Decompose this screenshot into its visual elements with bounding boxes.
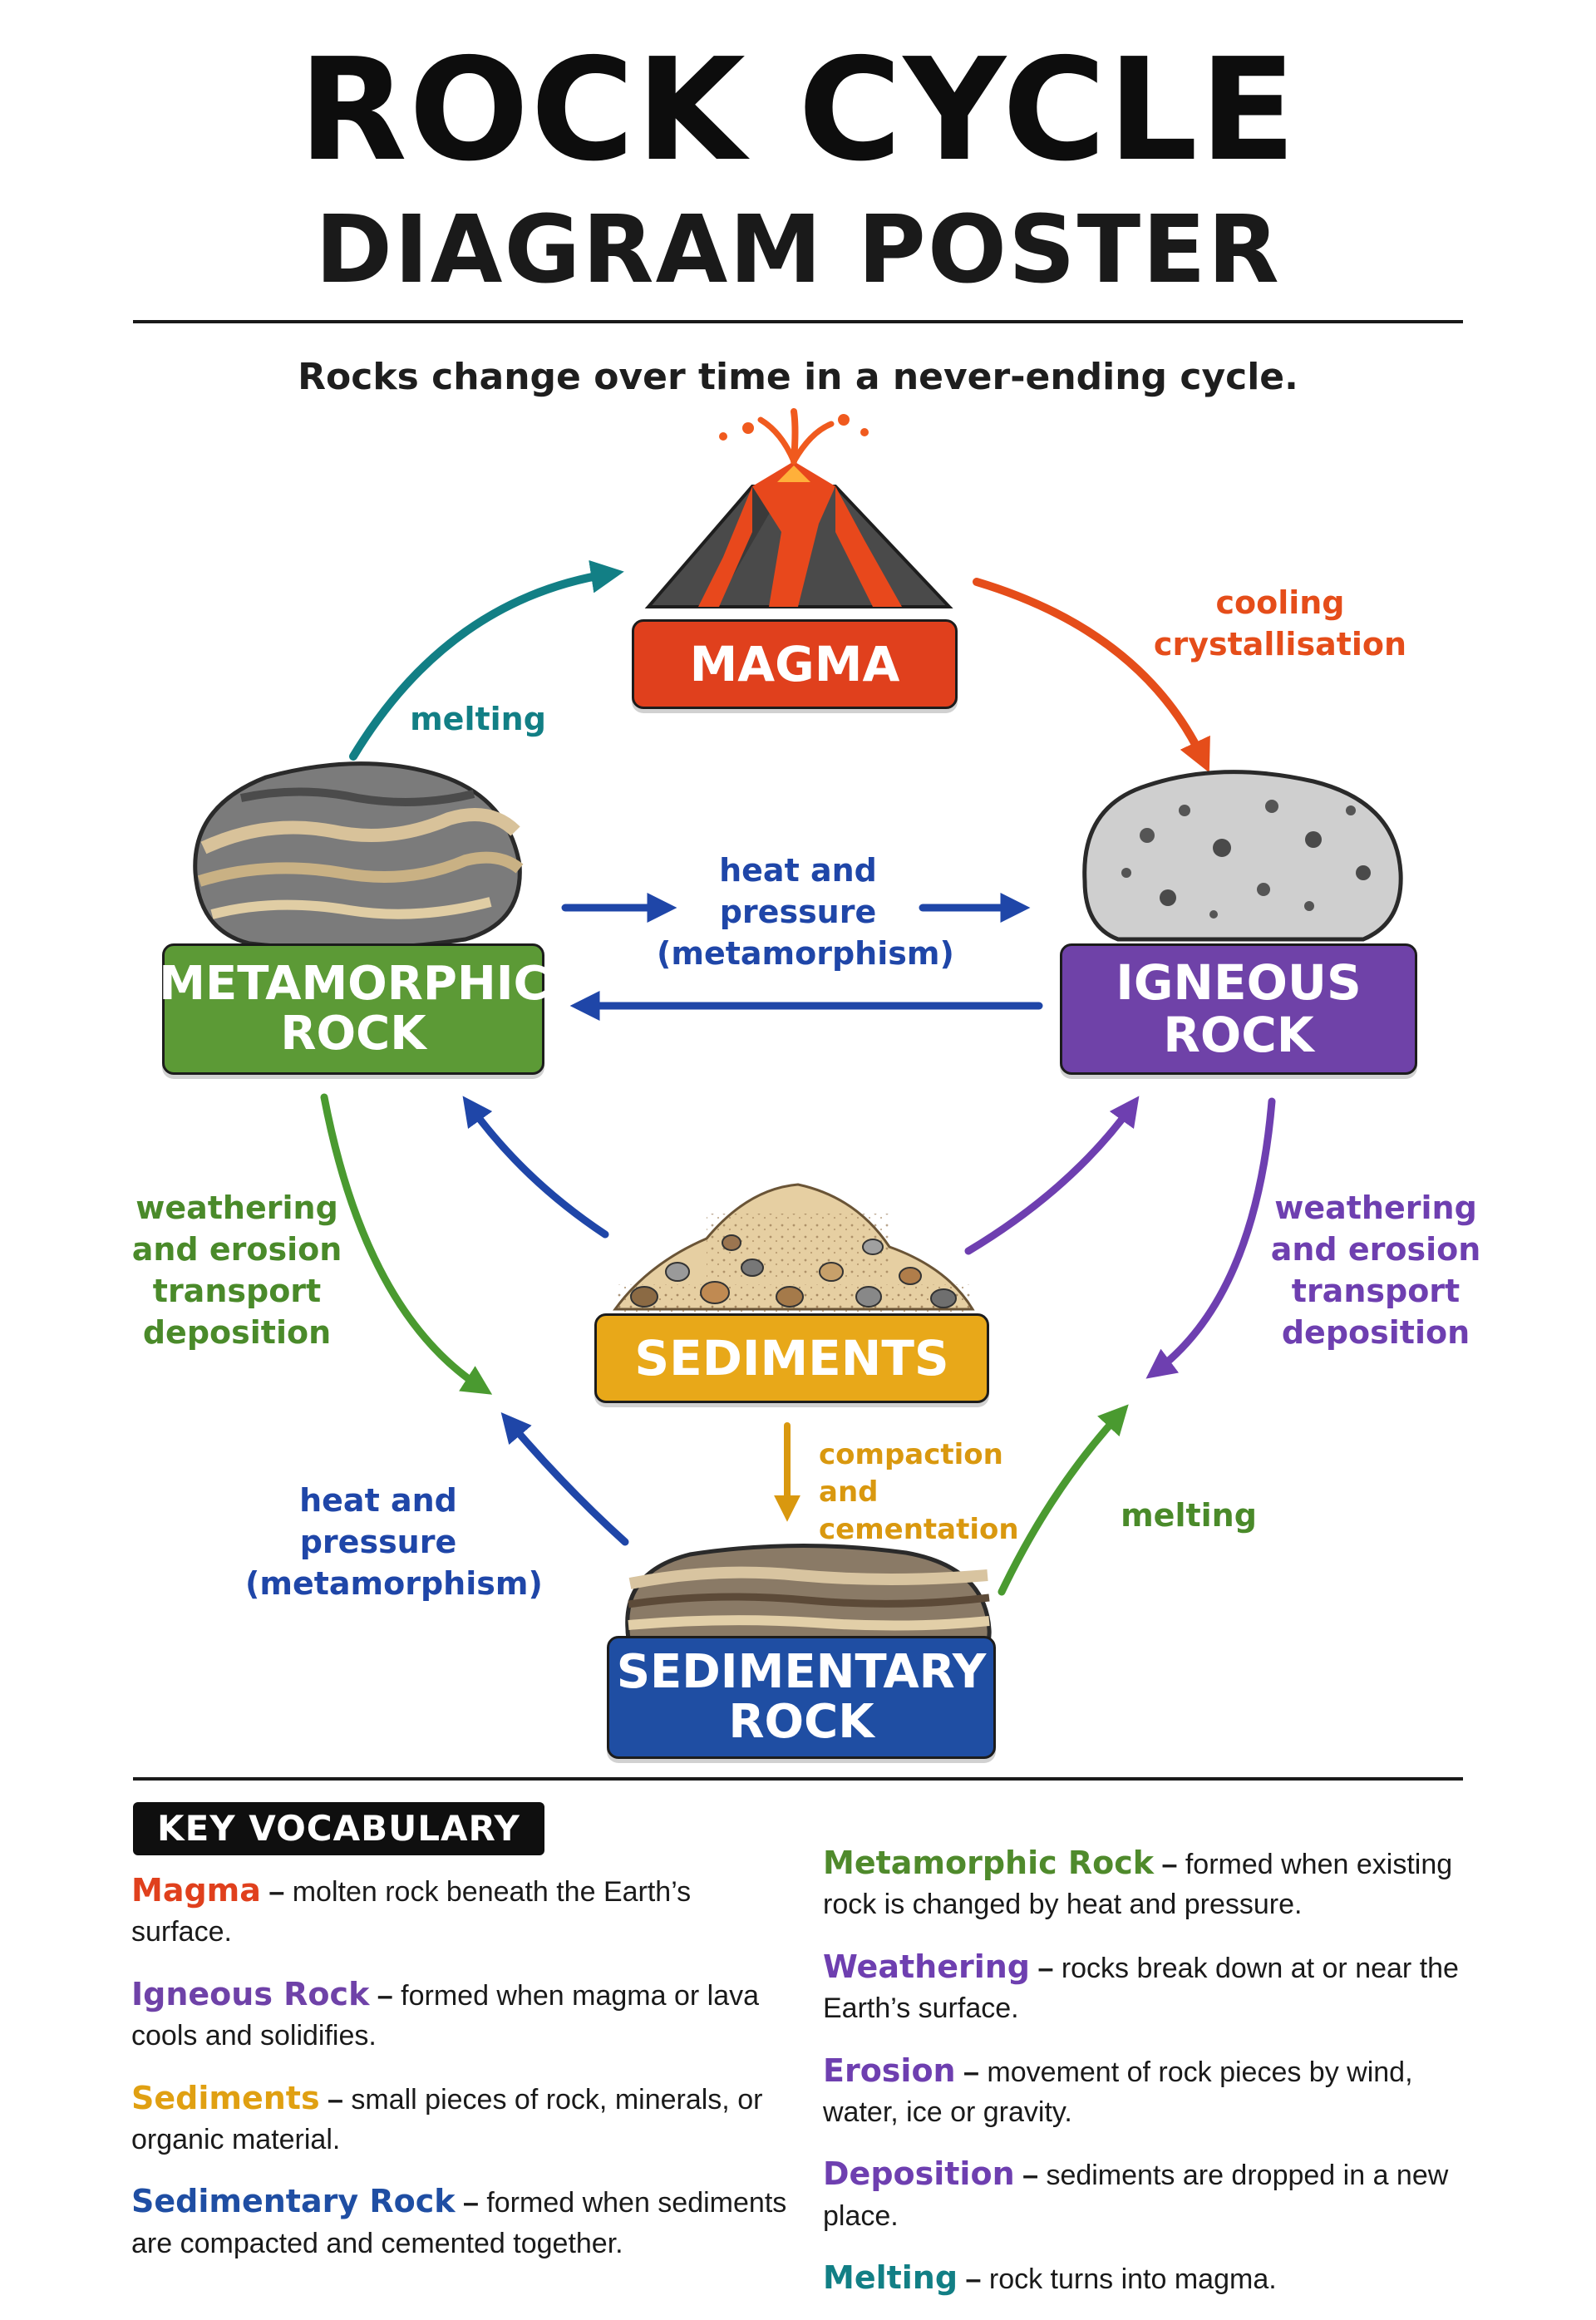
key-vocabulary-header: KEY VOCABULARY [133, 1802, 544, 1855]
vocab-item-sediments: Sediments – small pieces of rock, minera… [131, 2079, 763, 2155]
stage-igneous-rock: IGNEOUS ROCK [1060, 943, 1417, 1075]
arrow-magma-to-igneous [973, 578, 1210, 773]
poster-title: ROCK CYCLE [298, 28, 1298, 193]
arrow-sediments-to-igneous [964, 1096, 1140, 1255]
poster-subtitle-heading: DIAGRAM POSTER [315, 196, 1281, 304]
process-weathering-right: weathering and erosion transport deposit… [1270, 1190, 1481, 1352]
vocab-item-erosion: Erosion – movement of rock pieces by win… [823, 2052, 1413, 2128]
volcano-icon [644, 408, 953, 608]
vocab-item-metamorphic-rock: Metamorphic Rock – formed when existing … [823, 1845, 1453, 1921]
process-cooling-crystallisation: cooling crystallisation [1153, 584, 1407, 663]
igneous-rock-icon [1082, 770, 1403, 942]
arrow-sedimentary-to-metamorphic [500, 1412, 629, 1546]
vocab-item-sedimentary-rock: Sedimentary Rock – formed when sediments… [131, 2183, 787, 2259]
process-heat-pressure-bottom: heat and pressure (metamorphism) [245, 1482, 543, 1603]
vocab-column-right: Metamorphic Rock – formed when existing … [823, 1841, 1463, 2320]
stage-sediments: SEDIMENTS [594, 1313, 989, 1403]
arrow-sediments-to-metamorphic [462, 1096, 609, 1239]
stage-metamorphic-label-2: ROCK [280, 1007, 426, 1061]
process-compaction-cementation: compaction and cementation [819, 1438, 1019, 1546]
vocab-item-weathering: Weathering – rocks break down at or near… [823, 1948, 1459, 2024]
process-heat-pressure-center: heat and pressure (metamorphism) [657, 852, 954, 973]
stage-metamorphic-label-1: METAMORPHIC [159, 956, 548, 1011]
stage-magma-label: MAGMA [689, 635, 900, 692]
arrow-igneous-to-sediments [1145, 1097, 1276, 1379]
title-divider [133, 320, 1463, 323]
stage-igneous-label-1: IGNEOUS [1116, 954, 1362, 1012]
stage-sedimentary-rock: SEDIMENTARY ROCK [607, 1636, 996, 1759]
arrow-metamorphic-to-sediments [320, 1093, 493, 1395]
vocab-item-melting: Melting – rock turns into magma. [823, 2259, 1277, 2297]
stage-sediments-label: SEDIMENTS [634, 1329, 949, 1387]
poster-tagline: Rocks change over time in a never-ending… [298, 356, 1298, 398]
sedimentary-rock-icon [625, 1543, 992, 1658]
stage-metamorphic-rock: METAMORPHIC ROCK [159, 943, 548, 1075]
vocab-item-magma: Magma – molten rock beneath the Earth’s … [131, 1872, 692, 1948]
stage-sedimentary-label-1: SEDIMENTARY [616, 1644, 987, 1699]
process-melting-bottom: melting [1121, 1497, 1257, 1534]
stage-magma: MAGMA [632, 619, 958, 709]
sediment-pile-icon [613, 1183, 975, 1313]
arrow-metamorphic-to-magma [349, 559, 624, 761]
process-weathering-left: weathering and erosion transport deposit… [131, 1190, 342, 1352]
process-melting-top: melting [410, 701, 546, 737]
stage-igneous-label-2: ROCK [1163, 1007, 1314, 1063]
vocab-column-left: Magma – molten rock beneath the Earth’s … [131, 1869, 788, 2283]
metamorphic-rock-icon [193, 761, 524, 951]
vocab-item-igneous-rock: Igneous Rock – formed when magma or lava… [131, 1975, 760, 2052]
rock-cycle-diagram [193, 408, 1403, 1658]
vocab-divider [133, 1777, 1463, 1781]
vocab-item-deposition: Deposition – sediments are dropped in a … [823, 2155, 1449, 2232]
stage-sedimentary-label-2: ROCK [728, 1695, 874, 1749]
arrow-sedimentary-to-igneous [998, 1404, 1129, 1596]
